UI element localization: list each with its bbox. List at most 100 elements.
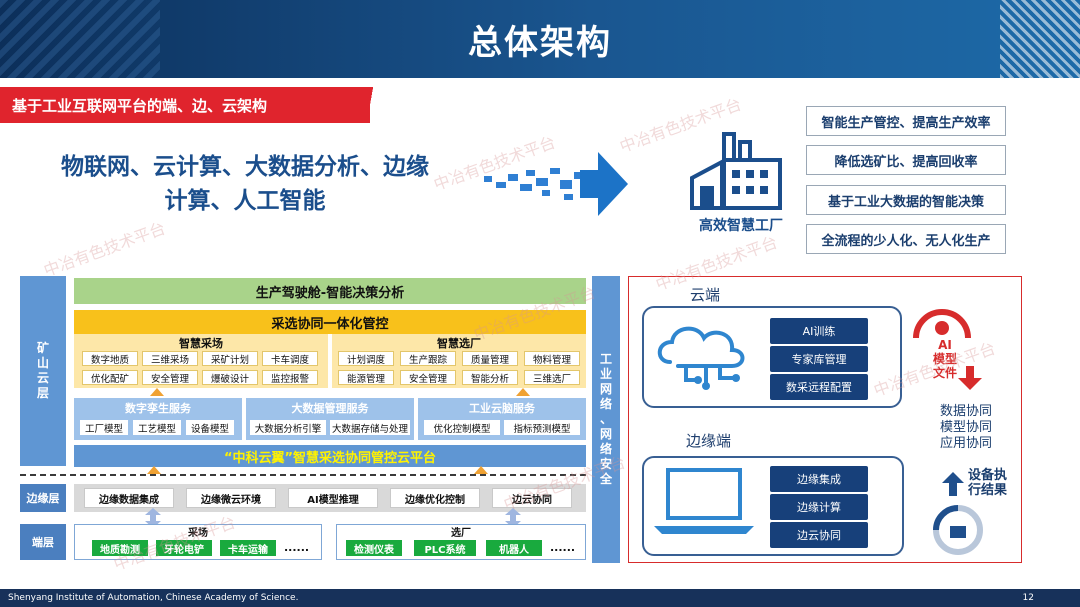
cloud-label: 云端	[690, 286, 721, 304]
device-chip: PLC系统	[414, 540, 476, 556]
decision-cockpit-bar: 生产驾驶舱-智能决策分析	[74, 278, 586, 304]
footer-bar: Shenyang Institute of Automation, Chines…	[0, 589, 1080, 607]
technologies-text: 物联网、云计算、大数据分析、边缘计算、人工智能	[61, 154, 429, 214]
device-chip: 卡车运输	[220, 540, 276, 556]
ai-model-line: 文件	[932, 366, 957, 380]
service-chip: 工厂模型	[80, 420, 128, 435]
device-chip: 地质勘测	[92, 540, 148, 556]
ai-model-line: AI	[938, 338, 952, 352]
device-chip: 检测仪表	[346, 540, 402, 556]
plant-chip: 物料管理	[524, 351, 580, 366]
page-number: 12	[1022, 593, 1034, 603]
device-result-line: 设备执	[968, 468, 1008, 483]
service-chip: 工艺模型	[133, 420, 181, 435]
benefit-box: 智能生产管控、提高生产效率	[806, 106, 1006, 136]
plant-chip: 能源管理	[338, 370, 394, 385]
benefit-box: 全流程的少人化、无人化生产	[806, 224, 1006, 254]
edge-chip: 边缘微云环境	[186, 488, 276, 508]
data-flow-arrow-icon	[484, 152, 628, 216]
more-ellipsis: ......	[284, 541, 310, 554]
expert-library-button: 专家库管理	[770, 346, 868, 372]
up-arrow-icon	[147, 466, 161, 474]
service-chip: 大数据存储与处理	[330, 420, 410, 435]
gauge-icon	[933, 505, 983, 555]
device-chip: 机器人	[486, 540, 542, 556]
mine-site-title: 采场	[188, 528, 208, 539]
industrial-network-label: 工业网络 、网络安全	[592, 276, 620, 563]
factory-icon	[690, 132, 782, 210]
laptop-icon	[654, 468, 754, 534]
header-pattern-left	[0, 0, 160, 78]
plant-chip: 生产跟踪	[400, 351, 456, 366]
service-chip: 大数据分析引擎	[250, 420, 326, 435]
plant-chip: 计划调度	[338, 351, 394, 366]
remote-config-button: 数采远程配置	[770, 374, 868, 400]
benefit-box: 基于工业大数据的智能决策	[806, 185, 1006, 215]
cloud-network-icon	[657, 326, 745, 390]
edge-end-label: 边缘端	[686, 432, 732, 450]
watermark: 中冶有色技术平台	[41, 218, 168, 281]
integrated-control-bar: 采选协同一体化管控	[74, 310, 586, 334]
mining-chip: 安全管理	[142, 370, 198, 385]
bidirectional-arrow-icon	[505, 508, 521, 528]
edge-chip: 边云协同	[492, 488, 572, 508]
layer-separator	[20, 474, 586, 476]
mining-chip: 监控报警	[262, 370, 318, 385]
up-arrow-icon	[474, 466, 488, 474]
plant-chip: 智能分析	[462, 370, 518, 385]
smart-mining-title: 智慧采场	[179, 337, 223, 350]
bidirectional-arrow-icon	[145, 508, 161, 528]
collab-item: 模型协同	[939, 420, 992, 435]
collab-list: 数据协同 模型协同 应用协同	[930, 404, 1002, 452]
section-label-tail	[340, 87, 400, 123]
edge-chip: 边缘优化控制	[390, 488, 480, 508]
plant-site-title: 选厂	[451, 528, 471, 539]
edge-chip: AI模型推理	[288, 488, 378, 508]
page-title: 总体架构	[468, 22, 612, 63]
edge-chip: 边缘数据集成	[84, 488, 174, 508]
mining-chip: 爆破设计	[202, 370, 258, 385]
service-chip: 指标预测模型	[504, 420, 580, 435]
mining-chip: 采矿计划	[202, 351, 258, 366]
ai-training-button: AI训练	[770, 318, 868, 344]
header-pattern-right	[1000, 0, 1080, 78]
plant-chip: 安全管理	[400, 370, 456, 385]
mine-cloud-layer-label: 矿山云层	[20, 276, 66, 466]
end-layer-label: 端层	[20, 524, 66, 560]
section-label: 基于工业互联网平台的端、边、云架构	[0, 87, 370, 123]
industrial-brain-title: 工业云脑服务	[469, 402, 535, 415]
up-arrow-icon	[516, 388, 530, 396]
mining-chip: 优化配矿	[82, 370, 138, 385]
collab-item: 数据协同	[939, 404, 992, 419]
ai-model-line: 模型	[932, 352, 957, 366]
down-arrow-icon	[958, 366, 982, 390]
service-chip: 设备模型	[186, 420, 234, 435]
service-chip: 优化控制模型	[424, 420, 500, 435]
plant-chip: 质量管理	[462, 351, 518, 366]
ai-model-file: AI 模型 文件	[922, 338, 968, 380]
device-result-line: 行结果	[968, 483, 1008, 498]
big-data-title: 大数据管理服务	[291, 402, 369, 415]
edge-layer-label: 边缘层	[20, 484, 66, 512]
factory-label: 高效智慧工厂	[699, 218, 783, 234]
mining-chip: 三维采场	[142, 351, 198, 366]
collab-item: 应用协同	[939, 436, 992, 451]
cloud-platform-bar: “中科云翼”智慧采选协同管控云平台	[74, 445, 586, 467]
plant-chip: 三维选厂	[524, 370, 580, 385]
edge-integration-button: 边缘集成	[770, 466, 868, 492]
edge-cloud-collab-button: 边云协同	[770, 522, 868, 548]
mining-chip: 数字地质	[82, 351, 138, 366]
footer-institution: Shenyang Institute of Automation, Chines…	[8, 593, 299, 603]
header-banner	[0, 0, 1080, 78]
device-result: 设备执 行结果	[968, 468, 1020, 498]
up-arrow-icon	[942, 472, 964, 496]
benefit-box: 降低选矿比、提高回收率	[806, 145, 1006, 175]
smart-plant-title: 智慧选厂	[437, 337, 481, 350]
more-ellipsis: ......	[550, 541, 576, 554]
up-arrow-icon	[150, 388, 164, 396]
digital-twin-title: 数字孪生服务	[125, 402, 191, 415]
ai-chip-icon	[913, 309, 971, 339]
mining-chip: 卡车调度	[262, 351, 318, 366]
device-chip: 牙轮电铲	[156, 540, 212, 556]
edge-computing-button: 边缘计算	[770, 494, 868, 520]
